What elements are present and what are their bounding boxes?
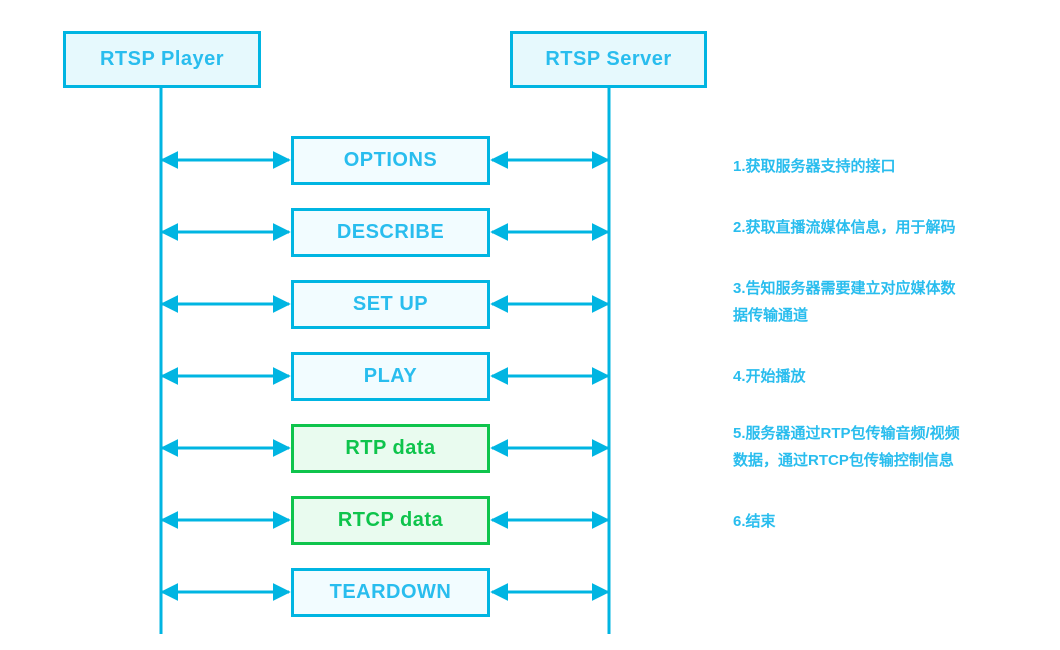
note-2: 2.获取直播流媒体信息，用于解码 — [733, 214, 1033, 241]
message-box-rtp-data[interactable]: RTP data — [291, 424, 490, 473]
note-3-line-2: 据传输通道 — [733, 307, 809, 324]
message-label-setup: SET UP — [352, 293, 429, 315]
actor-rtsp-player-label: RTSP Player — [99, 48, 225, 70]
message-box-teardown[interactable]: TEARDOWN — [291, 568, 490, 617]
actor-rtsp-player[interactable]: RTSP Player — [63, 31, 261, 88]
note-5-line-2: 数据，通过RTCP包传输控制信息 — [733, 452, 954, 469]
actor-rtsp-server-label: RTSP Server — [545, 48, 672, 70]
note-6: 6.结束 — [733, 508, 1033, 535]
message-label-play: PLAY — [363, 365, 418, 387]
message-box-options[interactable]: OPTIONS — [291, 136, 490, 185]
note-5: 5.服务器通过RTP包传输音频/视频 数据，通过RTCP包传输控制信息 — [733, 420, 1033, 474]
note-6-line-1: 6.结束 — [733, 513, 776, 530]
message-label-rtp-data: RTP data — [345, 437, 436, 459]
note-3: 3.告知服务器需要建立对应媒体数 据传输通道 — [733, 275, 1033, 329]
message-box-rtcp-data[interactable]: RTCP data — [291, 496, 490, 545]
note-3-line-1: 3.告知服务器需要建立对应媒体数 — [733, 280, 956, 297]
message-box-play[interactable]: PLAY — [291, 352, 490, 401]
actor-rtsp-server[interactable]: RTSP Server — [510, 31, 707, 88]
message-box-setup[interactable]: SET UP — [291, 280, 490, 329]
message-label-options: OPTIONS — [343, 149, 438, 171]
message-label-describe: DESCRIBE — [336, 221, 445, 243]
message-label-rtcp-data: RTCP data — [337, 509, 444, 531]
note-2-line-1: 2.获取直播流媒体信息，用于解码 — [733, 219, 956, 236]
message-box-describe[interactable]: DESCRIBE — [291, 208, 490, 257]
note-5-line-1: 5.服务器通过RTP包传输音频/视频 — [733, 425, 960, 442]
note-4-line-1: 4.开始播放 — [733, 368, 806, 385]
note-1: 1.获取服务器支持的接口 — [733, 153, 1033, 180]
note-1-line-1: 1.获取服务器支持的接口 — [733, 158, 896, 175]
note-4: 4.开始播放 — [733, 363, 1033, 390]
message-label-teardown: TEARDOWN — [329, 581, 452, 603]
